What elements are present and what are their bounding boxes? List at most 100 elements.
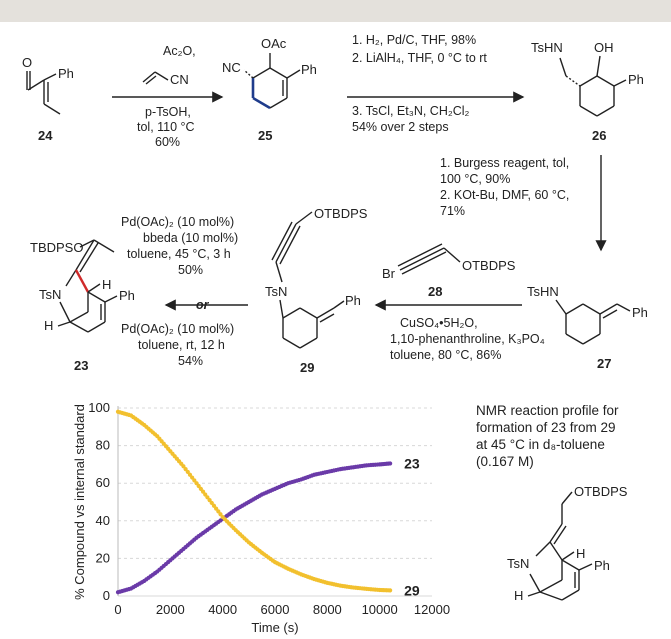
compound-25-structure: OAc Ph NC bbox=[222, 36, 317, 110]
data-point-29 bbox=[194, 481, 199, 486]
data-point-29 bbox=[214, 506, 219, 511]
series-label-23: 23 bbox=[404, 455, 420, 471]
step5-below-2: toluene, rt, 12 h bbox=[138, 338, 225, 352]
step3-line1: 1. Burgess reagent, tol, bbox=[440, 156, 569, 170]
chart-note-line1: NMR reaction profile for bbox=[476, 403, 619, 418]
atom-nc: NC bbox=[222, 60, 241, 75]
y-tick-label-60: 60 bbox=[96, 475, 110, 490]
x-tick-label-12000: 12000 bbox=[414, 602, 450, 617]
compound-label-29: 29 bbox=[300, 360, 314, 375]
data-point-29 bbox=[205, 495, 210, 500]
inset-compound-23-structure: OTBDPS TsN H Ph H bbox=[507, 484, 628, 603]
data-point-29 bbox=[216, 509, 221, 514]
data-point-29 bbox=[198, 486, 203, 491]
x-tick-label-6000: 6000 bbox=[261, 602, 290, 617]
step3-line3: 2. KOt-Bu, DMF, 60 °C, bbox=[440, 188, 569, 202]
compound-label-24: 24 bbox=[38, 128, 53, 143]
atom-ph-23: Ph bbox=[119, 288, 135, 303]
compound-28-structure: Br OTBDPS bbox=[382, 243, 516, 281]
atom-oac: OAc bbox=[261, 36, 287, 51]
atom-h-23-top: H bbox=[102, 277, 111, 292]
compound-label-25: 25 bbox=[258, 128, 272, 143]
data-point-29 bbox=[187, 472, 193, 477]
step1-line3: 60% bbox=[155, 135, 180, 149]
atom-ph-26: Ph bbox=[628, 72, 644, 87]
step1-line2: tol, 110 °C bbox=[137, 120, 195, 134]
data-point-29 bbox=[192, 478, 197, 483]
y-tick-label-100: 100 bbox=[88, 400, 110, 415]
x-tick-label-8000: 8000 bbox=[313, 602, 342, 617]
inset-atom-h-top: H bbox=[576, 546, 585, 561]
data-point-29 bbox=[196, 483, 201, 489]
chart-note-line3: at 45 °C in d₈-toluene bbox=[476, 437, 605, 452]
atom-oh: OH bbox=[594, 40, 614, 55]
chart-note-line4: (0.167 M) bbox=[476, 454, 534, 469]
step3-line4: 71% bbox=[440, 204, 465, 218]
step4-line3: toluene, 80 °C, 86% bbox=[390, 348, 501, 362]
data-point-29 bbox=[218, 512, 223, 517]
atom-tbdpso: TBDPSO bbox=[30, 240, 83, 255]
x-tick-label-2000: 2000 bbox=[156, 602, 185, 617]
atom-ph-24: Ph bbox=[58, 66, 74, 81]
series-label-29: 29 bbox=[404, 582, 420, 598]
compound-27-structure: TsHN Ph bbox=[527, 284, 648, 345]
atom-br: Br bbox=[382, 266, 396, 281]
step5-above-1: Pd(OAc)₂ (10 mol%) bbox=[121, 215, 234, 229]
step5-below-3: 54% bbox=[178, 354, 203, 368]
data-point-29 bbox=[209, 500, 214, 506]
compound-29-structure: OTBDPS TsN Ph bbox=[265, 206, 368, 349]
y-tick-label-80: 80 bbox=[96, 438, 110, 453]
inset-atom-tsn: TsN bbox=[507, 556, 529, 571]
atom-cn: CN bbox=[170, 72, 189, 87]
compound-26-structure: TsHN OH Ph bbox=[531, 40, 644, 117]
data-point-29 bbox=[211, 503, 217, 508]
step2-line4: 54% over 2 steps bbox=[352, 120, 449, 134]
atom-otbdps-28: OTBDPS bbox=[462, 258, 516, 273]
atom-ph-25: Ph bbox=[301, 62, 317, 77]
step5-or: or bbox=[196, 298, 210, 312]
data-point-29 bbox=[181, 464, 186, 469]
step2-line2: 2. LiAlH₄, THF, 0 °C to rt bbox=[352, 51, 487, 65]
step4-line1: CuSO₄•5H₂O, bbox=[400, 316, 478, 330]
x-tick-label-10000: 10000 bbox=[362, 602, 398, 617]
y-axis-label: % Compound vs internal standard bbox=[72, 404, 87, 600]
data-point-29 bbox=[190, 475, 195, 480]
y-tick-label-0: 0 bbox=[103, 588, 110, 603]
compound-label-28: 28 bbox=[428, 284, 442, 299]
header-bar bbox=[0, 0, 671, 22]
atom-o: O bbox=[22, 55, 32, 70]
data-point-29 bbox=[185, 469, 190, 475]
step1-line1: p-TsOH, bbox=[145, 105, 191, 119]
data-point-23 bbox=[388, 461, 393, 466]
acrylonitrile-drawing: CN bbox=[142, 71, 189, 87]
data-point-29 bbox=[200, 489, 206, 494]
step5-above-4: 50% bbox=[178, 263, 203, 277]
x-axis-label: Time (s) bbox=[251, 620, 298, 635]
compound-label-27: 27 bbox=[597, 356, 611, 371]
atom-h-23-bottom: H bbox=[44, 318, 53, 333]
step1-reagent: Ac₂O, bbox=[163, 44, 196, 58]
inset-atom-ph: Ph bbox=[594, 558, 610, 573]
inset-atom-h-bottom: H bbox=[514, 588, 523, 603]
compound-23-structure: TBDPSO TsN H Ph H bbox=[30, 239, 135, 333]
compound-label-23: 23 bbox=[74, 358, 88, 373]
atom-ph-27: Ph bbox=[632, 305, 648, 320]
atom-tsn-29: TsN bbox=[265, 284, 287, 299]
step2-line1: 1. H₂, Pd/C, THF, 98% bbox=[352, 33, 476, 47]
step4-line2: 1,10-phenanthroline, K₃PO₄ bbox=[390, 332, 545, 346]
step5-above-3: toluene, 45 °C, 3 h bbox=[127, 247, 231, 261]
step5-above-2: bbeda (10 mol%) bbox=[143, 231, 238, 245]
data-point-29 bbox=[183, 467, 188, 472]
atom-ph-29: Ph bbox=[345, 293, 361, 308]
y-tick-label-40: 40 bbox=[96, 513, 110, 528]
step5-below-1: Pd(OAc)₂ (10 mol%) bbox=[121, 322, 234, 336]
compound-label-26: 26 bbox=[592, 128, 606, 143]
step2-line3: 3. TsCl, Et₃N, CH₂Cl₂ bbox=[352, 104, 470, 118]
atom-tshn-27: TsHN bbox=[527, 284, 559, 299]
step3-line2: 100 °C, 90% bbox=[440, 172, 510, 186]
atom-tshn-26: TsHN bbox=[531, 40, 563, 55]
data-point-29 bbox=[203, 492, 208, 497]
